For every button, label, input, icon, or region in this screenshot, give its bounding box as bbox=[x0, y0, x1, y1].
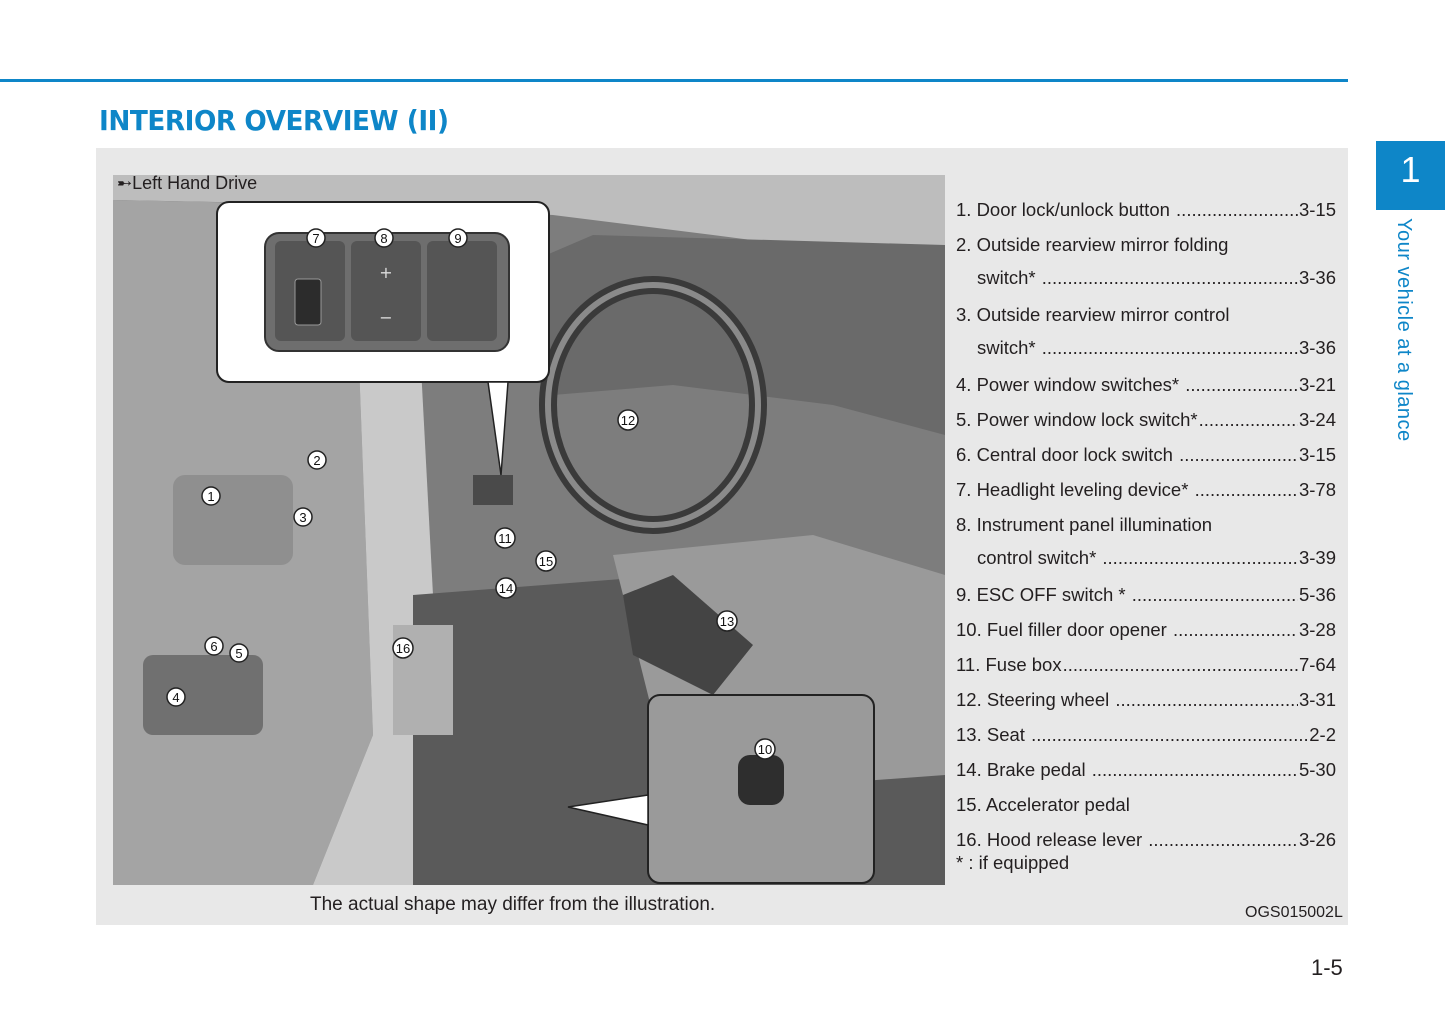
callout-2: 2 bbox=[307, 450, 327, 470]
page-number: 1-5 bbox=[1311, 955, 1343, 980]
chapter-title-vertical: Your vehicle at a glance bbox=[1393, 218, 1415, 442]
svg-text:+: + bbox=[379, 263, 392, 282]
svg-text:−: − bbox=[379, 308, 392, 327]
svg-text:11: 11 bbox=[498, 531, 512, 546]
chapter-tab: 1 bbox=[1376, 141, 1445, 210]
page-title: INTERIOR OVERVIEW (II) bbox=[99, 104, 449, 137]
svg-text:10: 10 bbox=[758, 742, 772, 757]
chapter-number: 1 bbox=[1400, 149, 1421, 190]
svg-text:3: 3 bbox=[299, 510, 306, 525]
list-item: 13. Seat 2-2 bbox=[956, 721, 1336, 756]
svg-text:5: 5 bbox=[235, 646, 242, 661]
svg-text:16: 16 bbox=[396, 641, 410, 656]
list-item: 12. Steering wheel 3-31 bbox=[956, 686, 1336, 721]
callout-4: 4 bbox=[166, 687, 186, 707]
top-rule bbox=[0, 79, 1348, 82]
svg-text:14: 14 bbox=[499, 581, 513, 596]
list-item: 6. Central door lock switch 3-15 bbox=[956, 441, 1336, 476]
interior-drawing: + − 1 2 3 4 5 6 7 8 9 10 11 12 13 14 15 … bbox=[113, 175, 945, 885]
footnote: * : if equipped bbox=[956, 852, 1070, 873]
callout-5: 5 bbox=[229, 643, 249, 663]
svg-text:9: 9 bbox=[454, 231, 461, 246]
list-item: 16. Hood release lever 3-26 bbox=[956, 826, 1336, 861]
list-item: 9. ESC OFF switch * 5-36 bbox=[956, 581, 1336, 616]
interior-illustration: + − 1 2 3 4 5 6 7 8 9 10 11 12 13 14 15 … bbox=[113, 175, 945, 885]
svg-text:15: 15 bbox=[539, 554, 553, 569]
list-item: 7. Headlight leveling device* 3-78 bbox=[956, 476, 1336, 511]
list-item: 10. Fuel filler door opener 3-28 bbox=[956, 616, 1336, 651]
svg-text:1: 1 bbox=[207, 489, 214, 504]
list-item: 4. Power window switches* 3-21 bbox=[956, 371, 1336, 406]
callout-14: 14 bbox=[495, 577, 517, 599]
figure-caption: The actual shape may differ from the ill… bbox=[310, 894, 716, 915]
svg-text:12: 12 bbox=[621, 413, 635, 428]
callout-10: 10 bbox=[754, 738, 776, 760]
callout-3: 3 bbox=[293, 507, 313, 527]
variant-label: ➸Left Hand Drive bbox=[117, 173, 257, 194]
list-item: 1. Door lock/unlock button 3-15 bbox=[956, 196, 1336, 231]
callout-15: 15 bbox=[535, 550, 557, 572]
svg-text:8: 8 bbox=[380, 231, 387, 246]
list-item: 11. Fuse box7-64 bbox=[956, 651, 1336, 686]
svg-text:6: 6 bbox=[210, 639, 217, 654]
svg-text:4: 4 bbox=[172, 690, 179, 705]
callout-8: 8 bbox=[374, 228, 394, 248]
arrow-icon: ➸ bbox=[117, 173, 133, 193]
callout-16: 16 bbox=[392, 637, 414, 659]
variant-label-text: Left Hand Drive bbox=[132, 173, 258, 193]
callout-12: 12 bbox=[617, 409, 639, 431]
list-item: 5. Power window lock switch*3-24 bbox=[956, 406, 1336, 441]
svg-text:13: 13 bbox=[720, 614, 734, 629]
svg-text:7: 7 bbox=[312, 231, 319, 246]
component-list: 1. Door lock/unlock button 3-15 2. Outsi… bbox=[956, 196, 1336, 861]
callout-9: 9 bbox=[448, 228, 468, 248]
figure-code: OGS015002L bbox=[1245, 904, 1343, 921]
callout-6: 6 bbox=[204, 636, 224, 656]
svg-text:2: 2 bbox=[313, 453, 320, 468]
list-item: 14. Brake pedal 5-30 bbox=[956, 756, 1336, 791]
callout-7: 7 bbox=[306, 228, 326, 248]
callout-11: 11 bbox=[494, 527, 516, 549]
list-item: 15. Accelerator pedal bbox=[956, 794, 1130, 815]
callout-13: 13 bbox=[716, 610, 738, 632]
callout-1: 1 bbox=[201, 486, 221, 506]
